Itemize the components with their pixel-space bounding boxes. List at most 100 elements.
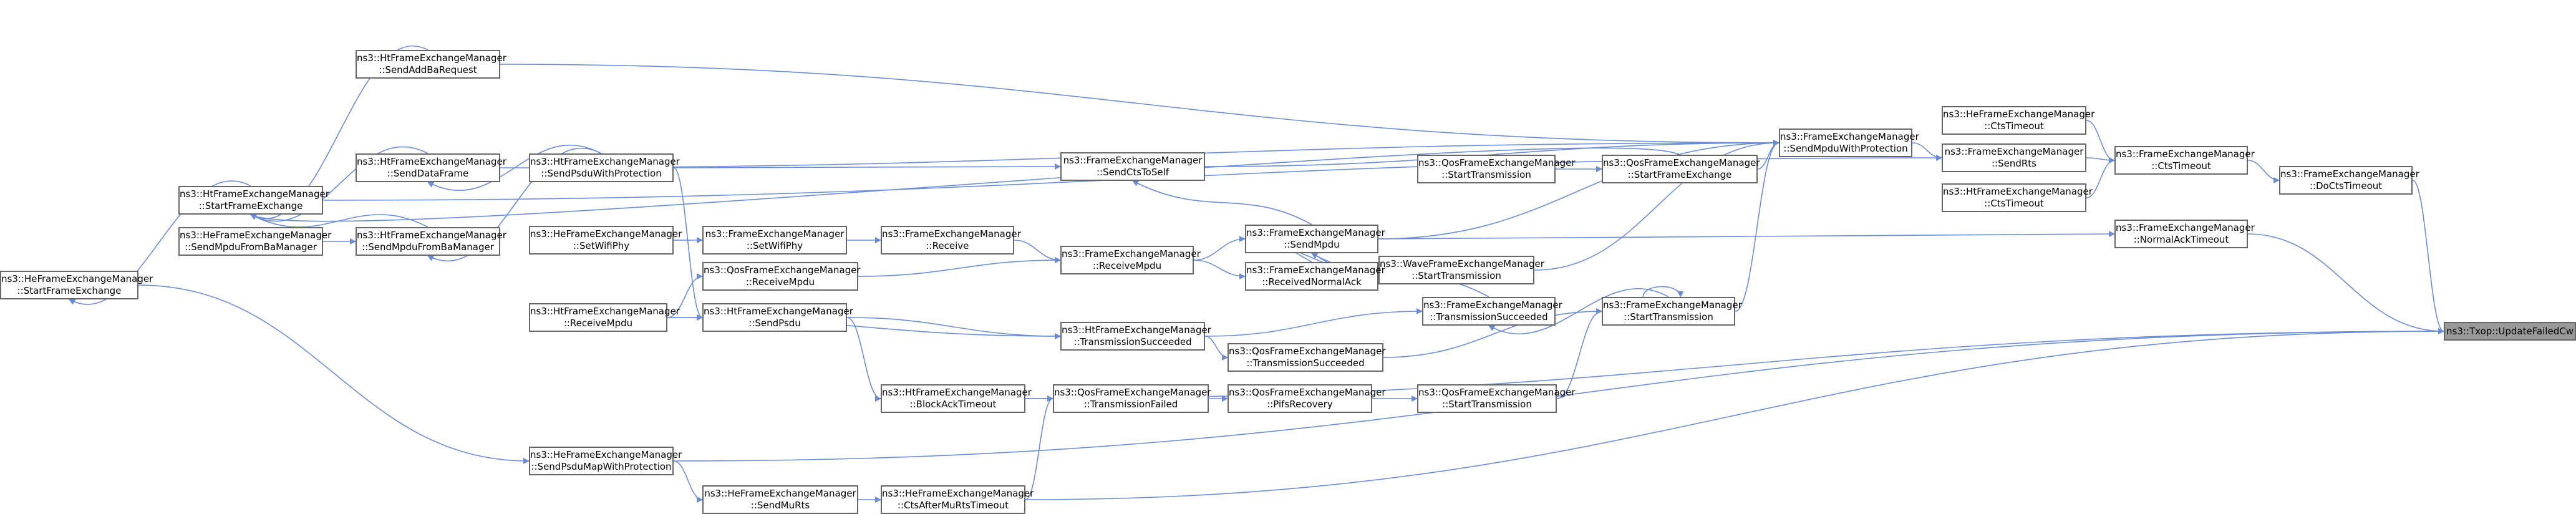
node-label-class: ns3::FrameExchangeManager <box>1780 131 1919 142</box>
call-edge <box>2412 180 2444 334</box>
function-node[interactable]: ns3::QosFrameExchangeManager::StartTrans… <box>1417 384 1576 413</box>
node-label-class: ns3::HeFrameExchangeManager <box>704 488 856 499</box>
node-label-class: ns3::FrameExchangeManager <box>882 228 1021 240</box>
function-node[interactable]: ns3::QosFrameExchangeManager::StartFrame… <box>1602 155 1760 183</box>
function-node[interactable]: ns3::HtFrameExchangeManager::SendMpduFro… <box>356 227 506 256</box>
call-edge <box>1534 140 1779 271</box>
function-node[interactable]: ns3::HtFrameExchangeManager::SendPsduWit… <box>529 153 680 182</box>
node-label-method: ::CtsTimeout <box>1984 120 2044 132</box>
node-label-class: ns3::FrameExchangeManager <box>1603 299 1742 311</box>
call-edge <box>1757 140 1779 170</box>
function-node[interactable]: ns3::FrameExchangeManager::TransmissionS… <box>1422 297 1562 326</box>
call-edge <box>69 180 251 305</box>
function-node[interactable]: ns3::QosFrameExchangeManager::ReceiveMpd… <box>702 262 861 291</box>
function-node[interactable]: ns3::HtFrameExchangeManager::BlockAckTim… <box>881 384 1032 413</box>
function-node[interactable]: ns3::HeFrameExchangeManager::SendMuRts <box>702 485 858 514</box>
function-node[interactable]: ns3::FrameExchangeManager::NormalAckTime… <box>2114 220 2255 248</box>
function-node[interactable]: ns3::FrameExchangeManager::SendMpduWithP… <box>1779 128 1919 157</box>
node-label-method: ::SendPsduMapWithProtection <box>531 461 672 472</box>
function-node[interactable]: ns3::HtFrameExchangeManager::SendDataFra… <box>356 153 506 182</box>
node-label-method: ::StartFrameExchange <box>198 200 303 211</box>
call-edge <box>427 145 602 191</box>
function-node[interactable]: ns3::FrameExchangeManager::SetWifiPhy <box>702 226 847 255</box>
node-label-method: ::SendMpduFromBaManager <box>362 241 494 253</box>
call-edge <box>1735 140 1779 312</box>
function-node[interactable]: ns3::QosFrameExchangeManager::PifsRecove… <box>1227 384 1386 413</box>
call-edge <box>2086 120 2115 163</box>
function-node[interactable]: ns3::WaveFrameExchangeManager::StartTran… <box>1378 256 1544 284</box>
node-label-method: ::StartTransmission <box>1441 169 1531 180</box>
node-label-class: ns3::FrameExchangeManager <box>1246 227 1385 238</box>
function-node[interactable]: ns3::FrameExchangeManager::ReceivedNorma… <box>1245 262 1385 291</box>
node-label-class: ns3::QosFrameExchangeManager <box>1603 157 1760 168</box>
call-edge <box>1378 231 2115 240</box>
function-node[interactable]: ns3::FrameExchangeManager::DoCtsTimeout <box>2279 166 2419 195</box>
call-edge <box>1025 395 1053 500</box>
function-node[interactable]: ns3::FrameExchangeManager::Receive <box>881 226 1021 255</box>
node-label-method: ::BlockAckTimeout <box>909 399 997 410</box>
function-node[interactable]: ns3::QosFrameExchangeManager::StartTrans… <box>1417 155 1576 183</box>
node-label-method: ::ReceivedNormalAck <box>1262 276 1362 288</box>
function-node[interactable]: ns3::HeFrameExchangeManager::SendPsduMap… <box>529 447 682 475</box>
function-node[interactable]: ns3::HtFrameExchangeManager::StartFrameE… <box>178 186 329 215</box>
node-label-method: ::ReceiveMpdu <box>745 276 815 288</box>
function-node[interactable]: ns3::HtFrameExchangeManager::ReceiveMpdu <box>529 303 680 332</box>
node-label-method: ::SendCtsToSelf <box>1096 167 1169 178</box>
node-label-method: ::SendMuRts <box>750 500 810 511</box>
root-node[interactable]: ns3::Txop::UpdateFailedCw <box>2444 322 2576 341</box>
node-label-class: ns3::HtFrameExchangeManager <box>530 156 680 167</box>
node-label-method: ::SetWifiPhy <box>573 240 630 251</box>
call-edge <box>673 167 703 321</box>
function-node[interactable]: ns3::HtFrameExchangeManager::SendAddBaRe… <box>356 50 506 79</box>
function-node[interactable]: ns3::FrameExchangeManager::ReceiveMpdu <box>1060 246 1201 274</box>
function-node[interactable]: ns3::HeFrameExchangeManager::CtsTimeout <box>1942 106 2095 135</box>
node-label-class: ns3::HeFrameExchangeManager <box>882 488 1034 499</box>
function-node[interactable]: ns3::HeFrameExchangeManager::SendMpduFro… <box>178 227 331 256</box>
node-label-method: ::SendAddBaRequest <box>379 64 477 75</box>
call-edge <box>250 147 1680 222</box>
node-label-class: ns3::HtFrameExchangeManager <box>357 156 506 167</box>
node-label-class: ns3::QosFrameExchangeManager <box>1054 387 1211 398</box>
node-label-method: ::SendMpduFromBaManager <box>185 241 317 253</box>
call-edge <box>673 460 703 503</box>
function-node[interactable]: ns3::HeFrameExchangeManager::StartFrameE… <box>0 271 153 299</box>
node-label-class: ns3::QosFrameExchangeManager <box>1418 157 1576 168</box>
call-edge <box>1488 288 1669 334</box>
node-label-class: ns3::HtFrameExchangeManager <box>180 188 329 200</box>
node-label-method: ::StartFrameExchange <box>1627 169 1732 180</box>
call-edge <box>1383 308 1602 358</box>
function-node[interactable]: ns3::HtFrameExchangeManager::CtsTimeout <box>1942 183 2093 212</box>
node-label-method: ::SendDataFrame <box>387 168 469 179</box>
function-node[interactable]: ns3::HtFrameExchangeManager::Transmissio… <box>1060 322 1211 351</box>
call-edge <box>2247 160 2280 183</box>
function-node[interactable]: ns3::QosFrameExchangeManager::Transmissi… <box>1227 343 1386 372</box>
node-label-method: ::TransmissionSucceeded <box>1430 311 1548 322</box>
node-label-method: ::SendPsduWithProtection <box>541 168 662 179</box>
node-label-class: ns3::FrameExchangeManager <box>1246 264 1385 276</box>
node-label-method: ::SendMpdu <box>1284 239 1340 250</box>
call-edge <box>500 64 1779 146</box>
function-node[interactable]: ns3::HtFrameExchangeManager::SendPsdu <box>702 303 853 332</box>
call-edge <box>667 273 703 318</box>
node-label-class: ns3::QosFrameExchangeManager <box>1229 387 1386 398</box>
function-node[interactable]: ns3::FrameExchangeManager::CtsTimeout <box>2114 146 2255 175</box>
node-label-method: ::SendMpduWithProtection <box>1783 143 1908 154</box>
function-node[interactable]: ns3::FrameExchangeManager::SendMpdu <box>1245 225 1385 253</box>
call-edge <box>1556 308 1602 399</box>
node-label-class: ns3::HtFrameExchangeManager <box>704 306 853 317</box>
node-label-method: ::TransmissionSucceeded <box>1073 336 1192 347</box>
node-label-class: ns3::HtFrameExchangeManager <box>357 52 506 64</box>
function-node[interactable]: ns3::QosFrameExchangeManager::Transmissi… <box>1053 384 1211 413</box>
node-label-class: ns3::HeFrameExchangeManager <box>1943 109 2095 120</box>
function-node[interactable]: ns3::HeFrameExchangeManager::CtsAfterMuR… <box>881 485 1034 514</box>
node-label-class: ns3::HtFrameExchangeManager <box>1943 186 2093 197</box>
function-node[interactable]: ns3::FrameExchangeManager::SendCtsToSelf <box>1060 152 1205 181</box>
function-node[interactable]: ns3::FrameExchangeManager::SendRts <box>1942 143 2086 172</box>
node-label-class: ns3::FrameExchangeManager <box>1063 155 1203 166</box>
node-label-class: ns3::FrameExchangeManager <box>1423 299 1562 311</box>
function-node[interactable]: ns3::HeFrameExchangeManager::SetWifiPhy <box>529 226 682 255</box>
call-edge <box>250 45 429 220</box>
function-node[interactable]: ns3::FrameExchangeManager::StartTransmis… <box>1602 297 1742 326</box>
call-edge <box>1912 142 1942 161</box>
